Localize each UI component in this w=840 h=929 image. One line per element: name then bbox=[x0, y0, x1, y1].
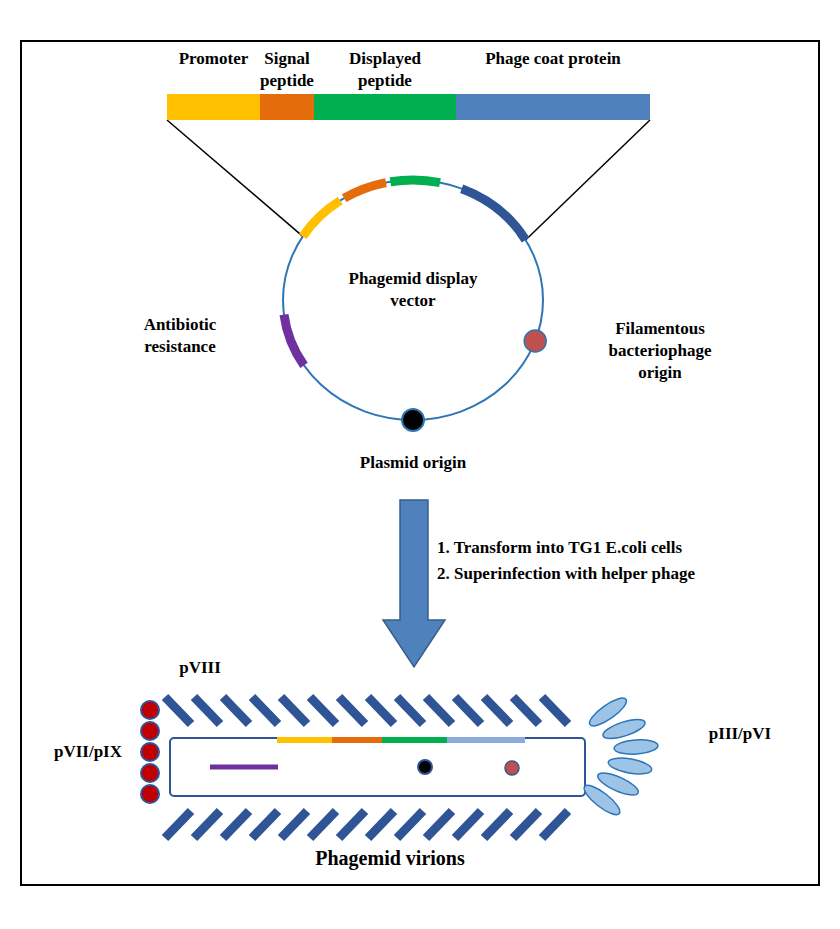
coat-protein-pvii bbox=[141, 764, 159, 782]
vector-label: Phagemid display vector bbox=[343, 268, 483, 312]
phage-origin-dot bbox=[524, 330, 546, 352]
text-label: pVII/pIX bbox=[38, 741, 138, 763]
display-segment bbox=[382, 737, 447, 743]
text-label: Antibiotic resistance bbox=[120, 314, 240, 358]
text-label: Plasmid origin bbox=[313, 452, 513, 474]
coat-protein-pvii bbox=[141, 722, 159, 740]
segment-label: Promoter bbox=[154, 48, 274, 70]
coat-protein-pviii bbox=[165, 811, 568, 838]
coat-protein-pvii bbox=[141, 785, 159, 803]
gene-segment: Displayed peptide bbox=[314, 94, 456, 120]
figure-frame bbox=[21, 41, 819, 885]
phage-origin-dot bbox=[505, 761, 519, 775]
text-label: Filamentous bacteriophage origin bbox=[590, 318, 730, 384]
coat-protein-pvii bbox=[141, 701, 159, 719]
text-label: Phagemid virions bbox=[265, 845, 515, 871]
signal-segment bbox=[332, 737, 382, 743]
text-label: 1. Transform into TG1 E.coli cells bbox=[437, 537, 817, 559]
coat-protein-piii bbox=[607, 755, 653, 776]
plasmid-origin-dot bbox=[402, 409, 424, 431]
promoter-segment bbox=[277, 737, 332, 743]
text-label: pVIII bbox=[165, 657, 235, 679]
segment-label: Displayed peptide bbox=[340, 48, 430, 92]
plasmid-origin-dot bbox=[418, 760, 432, 774]
gene-segment: Signal peptide bbox=[260, 94, 314, 120]
coat-segment bbox=[447, 737, 525, 743]
signal-arc bbox=[344, 183, 386, 199]
promoter-arc bbox=[303, 201, 341, 237]
process-arrow bbox=[383, 500, 445, 667]
leader-line bbox=[167, 120, 303, 236]
coat-protein-pviii bbox=[165, 697, 568, 724]
segment-label: Signal peptide bbox=[255, 48, 319, 92]
coat-protein-piii bbox=[580, 781, 623, 819]
virion-genome bbox=[170, 738, 585, 796]
resistance-arc bbox=[284, 315, 304, 366]
gene-segment: Promoter bbox=[167, 94, 260, 120]
segment-label: Phage coat protein bbox=[453, 48, 653, 70]
vector-ellipse: Phagemid display vector bbox=[283, 180, 543, 420]
text-label: pIII/pVI bbox=[685, 723, 795, 745]
coat-arc bbox=[462, 189, 526, 240]
coat-protein-piii bbox=[601, 716, 647, 743]
coat-protein-piii bbox=[614, 738, 659, 755]
display-arc bbox=[390, 180, 440, 183]
coat-protein-pvii bbox=[141, 743, 159, 761]
resistance-segment bbox=[210, 765, 278, 770]
leader-line bbox=[526, 120, 650, 240]
text-label: 2. Superinfection with helper phage bbox=[437, 563, 817, 585]
vector-ring bbox=[283, 180, 543, 420]
gene-segment: Phage coat protein bbox=[456, 94, 650, 120]
